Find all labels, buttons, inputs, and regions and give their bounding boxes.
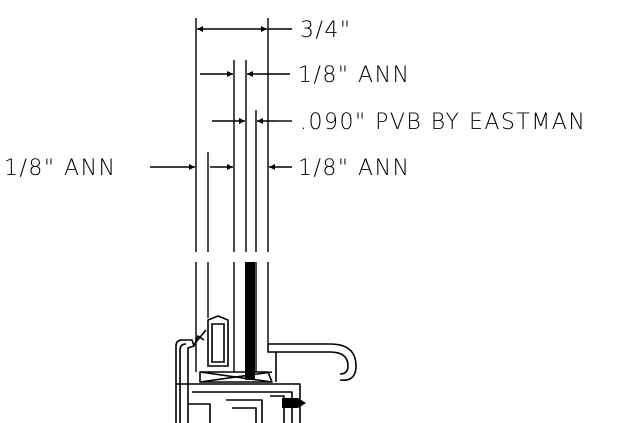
- glass-section: [195, 262, 269, 372]
- label-interlayer: .090" PVB BY EASTMAN: [300, 110, 586, 135]
- glazing-bead: [207, 315, 229, 367]
- label-outer-lite-left: 1/8" ANN: [4, 156, 116, 181]
- pvb-interlayer-fill: [245, 262, 255, 380]
- glass-lite-lines: [195, 18, 269, 252]
- frame-profile: [175, 329, 357, 423]
- label-overall-thickness: 3/4": [300, 18, 352, 43]
- label-outer-lite-top: 1/8" ANN: [298, 63, 410, 88]
- label-inner-lite-right: 1/8" ANN: [298, 156, 410, 181]
- fastener-icon: [282, 398, 306, 408]
